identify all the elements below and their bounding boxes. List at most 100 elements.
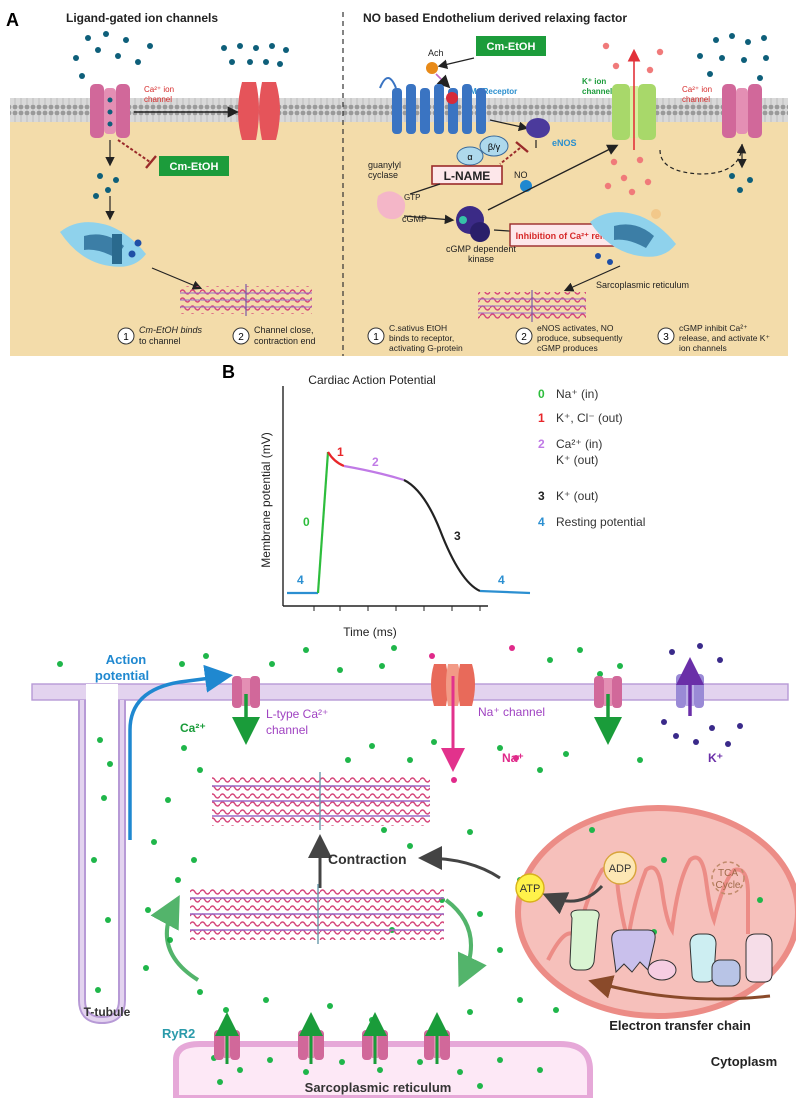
panel-b: B Cardiac Action Potential Time (ms) Mem… xyxy=(222,362,645,639)
panel-c: Action potential xyxy=(31,643,796,1098)
cgmp-kinase xyxy=(456,206,490,242)
atp-molecule xyxy=(515,873,545,903)
phase-label-3: 3 xyxy=(454,529,461,543)
k-channel-line2: channel xyxy=(582,87,612,96)
x-axis-label: Time (ms) xyxy=(343,625,397,639)
na-label: Na⁺ xyxy=(502,751,524,765)
sr-label-c: Sarcoplasmic reticulum xyxy=(305,1080,452,1095)
na-channel xyxy=(431,664,475,706)
panel-a: A Ligand-gated ion channels NO based End… xyxy=(6,10,788,356)
inhibition-line-left xyxy=(117,139,151,163)
phase-3-repolarization xyxy=(403,479,481,593)
ca-channel-right-line1: Ca²⁺ ion xyxy=(682,85,712,94)
ryr2-label: RyR2 xyxy=(162,1026,195,1041)
adp-molecule xyxy=(603,851,637,885)
panel-b-label: B xyxy=(222,362,235,382)
to-sarcomere-arrow-right xyxy=(563,265,621,292)
step-2-right-num: 2 xyxy=(521,332,527,343)
sarcomere-top xyxy=(212,772,430,830)
ca-channel-second xyxy=(594,676,622,708)
atp-label: ATP xyxy=(520,883,541,895)
step-2-left-line1: Channel close, xyxy=(254,325,314,335)
step-2-right-line1: eNOS activates, NO xyxy=(537,323,614,333)
step-2-left-num: 2 xyxy=(238,332,244,343)
electron-transfer-chain xyxy=(569,909,773,987)
potassium-ions xyxy=(661,643,743,747)
ryr-receptor-right xyxy=(590,209,676,265)
action-potential-line2: potential xyxy=(95,668,149,683)
l-type-ca-channel xyxy=(232,676,260,708)
y-axis-label: Membrane potential (mV) xyxy=(259,432,273,567)
k-label-c: K⁺ xyxy=(708,751,723,765)
enos-label: eNOS xyxy=(552,138,577,148)
intracellular-ions-right xyxy=(729,173,753,193)
ca-ion-channel-right xyxy=(722,84,762,138)
legend-text-3: K⁺ (out) xyxy=(556,489,598,503)
chart-title: Cardiac Action Potential xyxy=(308,373,435,387)
legend-num-0: 0 xyxy=(538,387,545,401)
legend-text-4: Resting potential xyxy=(556,515,645,529)
phase-label-4-left: 4 xyxy=(297,573,304,587)
step-3-right-num: 3 xyxy=(663,332,669,343)
kinase-label-line1: cGMP dependent xyxy=(446,244,516,254)
guanylyl-label-line2: cyclase xyxy=(368,170,398,180)
legend-num-3: 3 xyxy=(538,489,545,503)
sarcomere-right xyxy=(478,290,586,322)
phase-4-end xyxy=(479,589,531,595)
cgmp-to-kinase-arrow xyxy=(403,214,455,225)
step-1-right-line2: binds to receptor, xyxy=(389,333,454,343)
step-3-right: 3 cGMP inhibit Ca²⁺ release, and activat… xyxy=(657,323,770,353)
ca-reuptake-arrow-right xyxy=(444,898,487,988)
phase-0-upstroke xyxy=(316,451,330,594)
step-1-right-num: 1 xyxy=(373,332,379,343)
step-1-left-line2: to channel xyxy=(139,336,181,346)
cytoplasm-label: Cytoplasm xyxy=(711,1054,777,1069)
cm-etoh-to-ach-arrow xyxy=(437,57,475,70)
legend-text-2a: Ca²⁺ (in) xyxy=(556,437,602,451)
cm-etoh-left: Cm-EtOH xyxy=(170,161,219,173)
ach-binding-arrow xyxy=(435,73,451,89)
step-2-right-line3: cGMP produces xyxy=(537,343,598,353)
gtp-line xyxy=(409,183,441,195)
ryr2-release-arrows xyxy=(215,1012,449,1064)
cm-etoh-box-left xyxy=(159,156,229,176)
inhibition-label: Inhibition of Ca²⁺ release xyxy=(516,231,623,241)
t-tubule-opening xyxy=(86,684,118,702)
step-1-right-line1: C.sativus EtOH xyxy=(389,323,447,333)
guanylyl-label-line1: guanylyl xyxy=(368,160,401,170)
phase-label-2: 2 xyxy=(372,455,379,469)
tca-line2: Cycle xyxy=(715,880,740,891)
adp-to-atp-arrow xyxy=(542,884,604,915)
action-potential-arrow xyxy=(128,664,233,840)
phase-1-curve xyxy=(327,451,345,468)
to-enos-arrow xyxy=(489,119,529,132)
ca-channel-left-line2: channel xyxy=(144,95,172,104)
l-name-inhibition-bar xyxy=(515,141,529,153)
no-molecule xyxy=(520,180,532,192)
phase-label-4-right: 4 xyxy=(498,573,505,587)
step-2-left-line2: contraction end xyxy=(254,336,316,346)
phase-label-0: 0 xyxy=(303,515,310,529)
ca-label: Ca²⁺ xyxy=(180,721,206,735)
step-2-right-line2: produce, subsequently xyxy=(537,333,623,343)
sodium-ions xyxy=(429,645,519,783)
l-name-box xyxy=(431,165,503,185)
step-2-left: 2 Channel close, contraction end xyxy=(232,325,316,346)
legend-text-2b: K⁺ (out) xyxy=(556,453,598,467)
legend-num-2: 2 xyxy=(538,437,545,451)
beta-gamma-label: β/γ xyxy=(488,142,501,152)
etc-label: Electron transfer chain xyxy=(609,1018,751,1033)
contraction-label: Contraction xyxy=(328,851,407,867)
k-ions xyxy=(602,42,664,196)
atp-to-contraction-arrow xyxy=(418,846,501,880)
sarcomere-bottom xyxy=(190,884,444,944)
etc-flow-arrow xyxy=(588,975,771,1001)
legend-text-1: K⁺, Cl⁻ (out) xyxy=(556,411,623,425)
l-type-line2: channel xyxy=(266,723,308,737)
kinase-label-line2: kinase xyxy=(468,254,494,264)
g-protein-alpha xyxy=(456,146,484,166)
sr-label-a: Sarcoplasmic reticulum xyxy=(596,280,689,290)
m3-receptor-label: M₃ Receptor xyxy=(470,87,517,96)
step-3-right-line2: release, and activate K⁺ xyxy=(679,333,770,343)
